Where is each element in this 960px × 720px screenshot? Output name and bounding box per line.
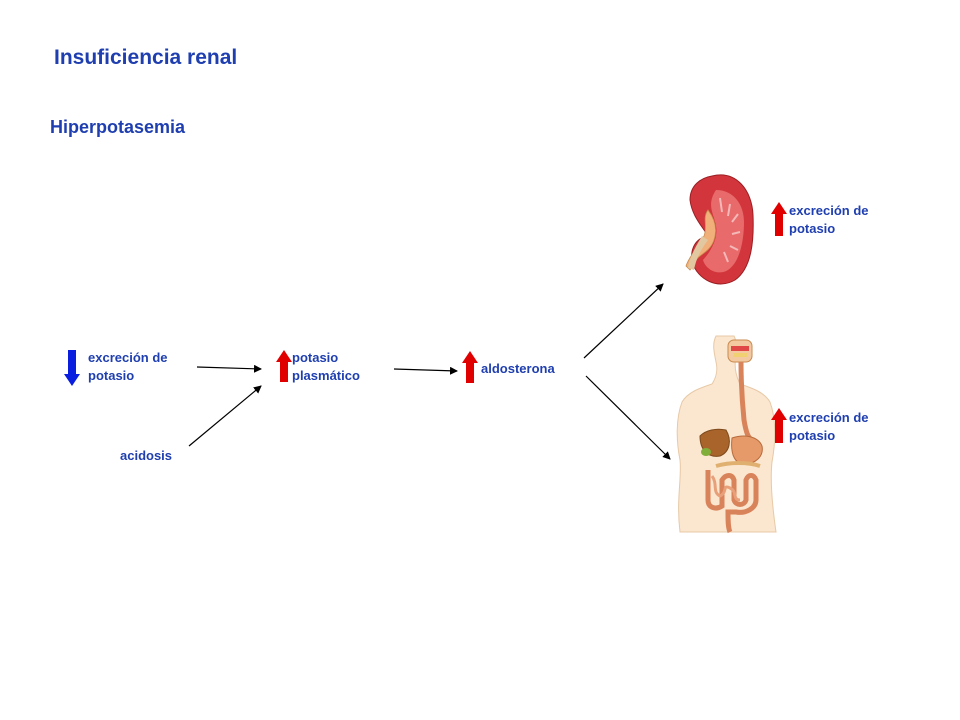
label-gut-excretion: excreción de potasio [789, 409, 869, 445]
label-line: potasio [88, 368, 135, 383]
label-line: plasmático [292, 368, 360, 383]
label-line: excreción de [88, 350, 168, 365]
label-acidosis: acidosis [120, 447, 172, 465]
label-excretion-decrease: excreción de potasio [88, 349, 168, 385]
connector-acidosis-to-potassium [188, 385, 262, 447]
connector-aldosterone-to-kidney [583, 283, 664, 359]
connector-aldosterone-to-gut [585, 375, 671, 460]
label-kidney-excretion: excreción de potasio [789, 202, 869, 238]
increase-arrow-icon [462, 351, 478, 383]
label-line: excreción de [789, 410, 869, 425]
label-plasma-potassium: potasio plasmático [292, 349, 360, 385]
kidney-icon [685, 174, 754, 285]
label-line: potasio [292, 350, 339, 365]
label-line: potasio [789, 221, 836, 236]
connector-excretion-to-potassium [196, 364, 262, 373]
label-line: potasio [789, 428, 836, 443]
increase-arrow-icon [276, 350, 292, 382]
connector-potassium-to-aldosterone [393, 366, 458, 375]
label-line: excreción de [789, 203, 869, 218]
label-aldosterone: aldosterona [481, 360, 555, 378]
label-line: acidosis [120, 448, 173, 463]
increase-arrow-icon [771, 408, 787, 443]
digestive-system-icon [672, 335, 778, 534]
decrease-arrow-icon [64, 350, 80, 386]
page-title: Insuficiencia renal [54, 46, 238, 69]
page-subtitle: Hiperpotasemia [50, 117, 186, 137]
label-line: aldosterona [481, 361, 555, 376]
increase-arrow-icon [771, 202, 787, 236]
